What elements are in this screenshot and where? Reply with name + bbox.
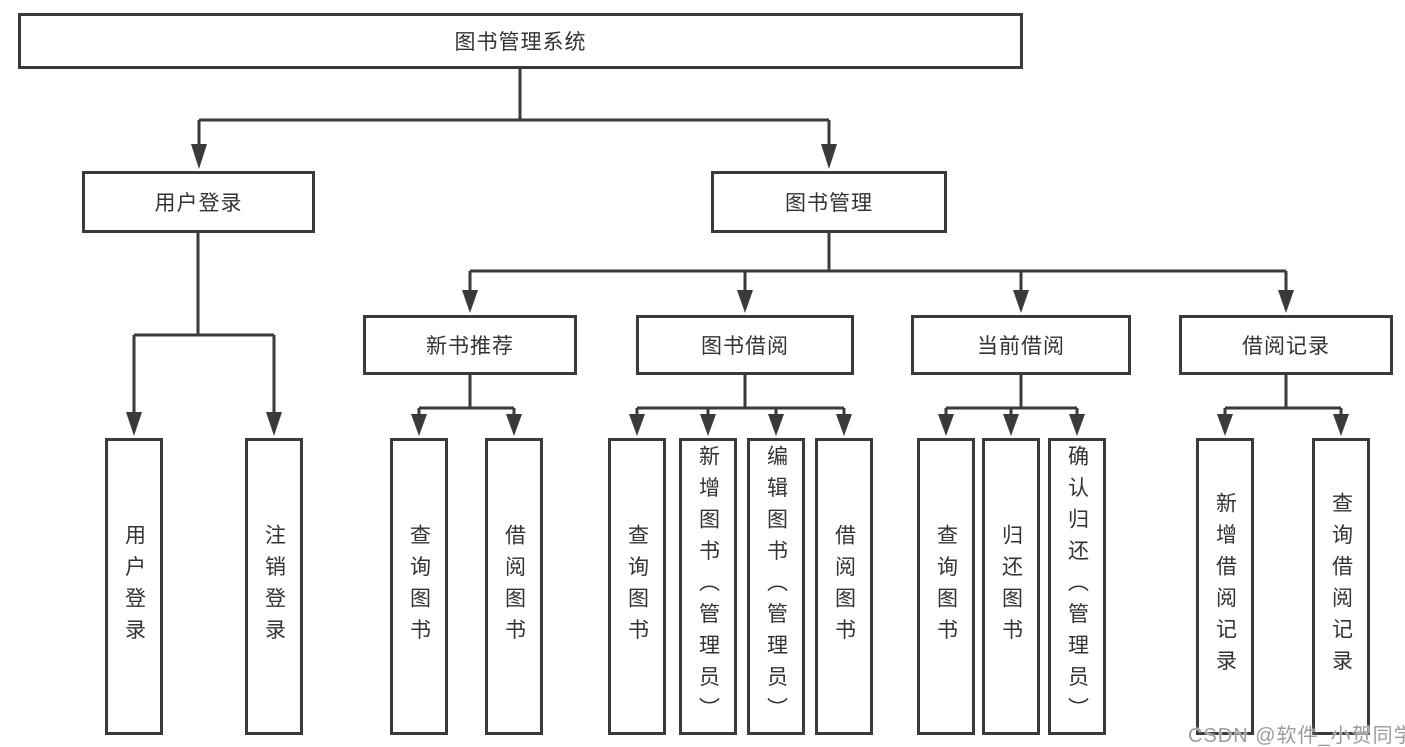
leaf-edit-books-admin: 编辑图书（管理员） xyxy=(747,438,805,735)
leaf-query-books-3: 查询图书 xyxy=(917,438,975,735)
node-book-management: 图书管理 xyxy=(711,171,947,233)
node-book-borrow: 图书借阅 xyxy=(636,315,854,375)
leaf-add-books-admin: 新增图书（管理员） xyxy=(679,438,737,735)
node-current-borrow: 当前借阅 xyxy=(911,315,1131,375)
csdn-watermark: CSDN @软件_小贺同学 xyxy=(1188,725,1405,747)
leaf-query-books-1: 查询图书 xyxy=(390,438,448,735)
leaf-confirm-return-admin: 确认归还（管理员） xyxy=(1048,438,1106,735)
leaf-query-books-2: 查询图书 xyxy=(608,438,666,735)
leaf-user-login: 用户登录 xyxy=(105,438,163,735)
leaf-query-borrow-record: 查询借阅记录 xyxy=(1312,438,1370,735)
leaf-borrow-books-2: 借阅图书 xyxy=(815,438,873,735)
node-new-book-recommend: 新书推荐 xyxy=(363,315,577,375)
node-borrow-records: 借阅记录 xyxy=(1179,315,1393,375)
leaf-return-books: 归还图书 xyxy=(982,438,1040,735)
leaf-borrow-books-1: 借阅图书 xyxy=(485,438,543,735)
node-root-system: 图书管理系统 xyxy=(18,13,1023,69)
node-user-login: 用户登录 xyxy=(82,171,315,233)
leaf-add-borrow-record: 新增借阅记录 xyxy=(1196,438,1254,735)
leaf-logout: 注销登录 xyxy=(245,438,303,735)
